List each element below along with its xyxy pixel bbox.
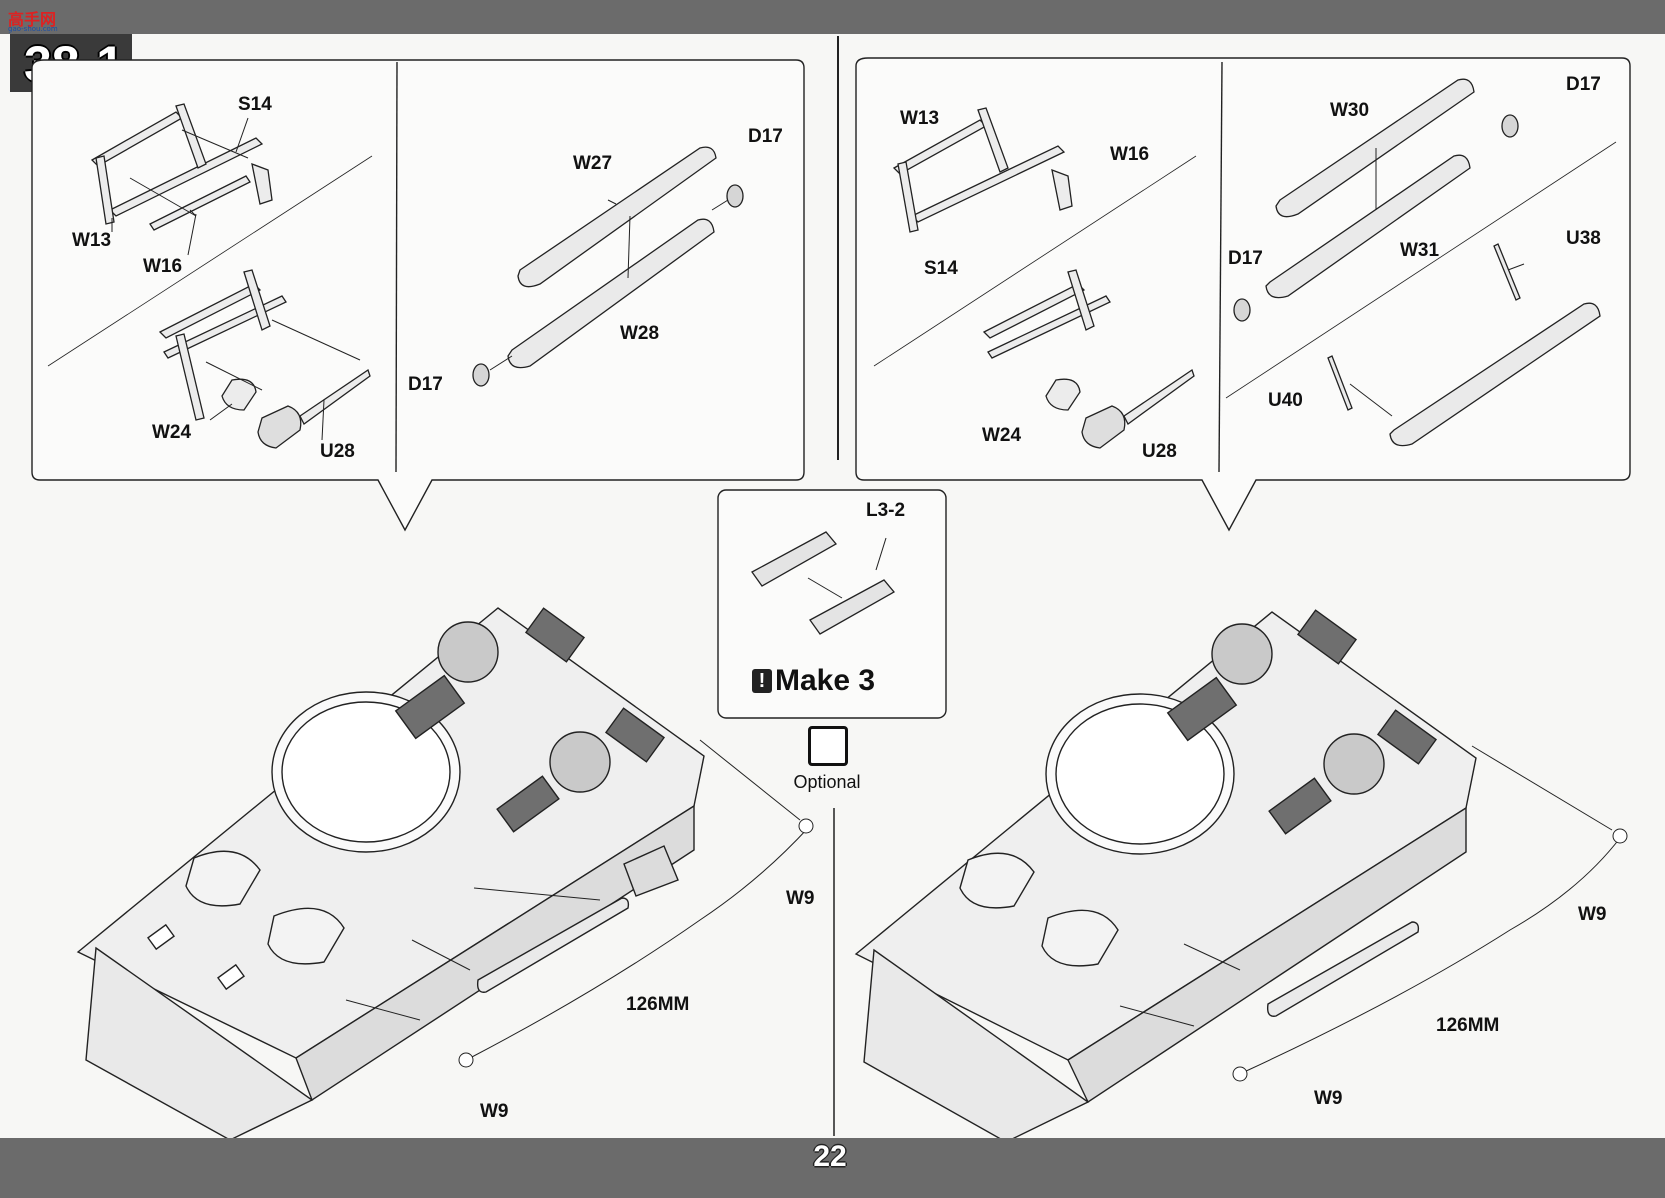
part-label-w27: W27	[573, 153, 613, 174]
part-label-s14: S14	[238, 94, 272, 115]
part-label-d17-bottom: D17	[408, 374, 443, 395]
part-label-s14: S14	[924, 258, 958, 279]
make-note-text: Make 3	[775, 664, 876, 697]
part-label-w9-bottom: W9	[480, 1101, 509, 1122]
part-label-w9-top: W9	[786, 888, 815, 909]
part-label-w24: W24	[982, 425, 1022, 446]
part-label-u38: U38	[1566, 228, 1601, 249]
part-label-l3-2: L3-2	[866, 500, 906, 521]
part-label-w31: W31	[1400, 240, 1440, 261]
part-label-u28: U28	[1142, 441, 1177, 462]
site-logo-text: 高手网	[8, 10, 57, 29]
optional-label: Optional	[793, 772, 861, 792]
part-label-w9-bottom: W9	[1314, 1088, 1343, 1109]
part-label-w13: W13	[900, 108, 940, 129]
page-number: 22	[813, 1140, 847, 1173]
optional-icon	[808, 726, 848, 766]
bottom-footer-bar	[0, 1138, 1665, 1198]
part-label-d17-top: D17	[1566, 74, 1601, 95]
top-header-bar	[0, 0, 1665, 34]
part-label-w16: W16	[143, 256, 183, 277]
cable-length-label: 126MM	[626, 994, 690, 1015]
part-label-w30: W30	[1330, 100, 1370, 121]
part-label-d17-top: D17	[748, 126, 783, 147]
site-logo-url: gao-shou.com	[8, 25, 58, 33]
make-quantity-note: ! Make 3	[752, 664, 875, 698]
part-label-u28: U28	[320, 441, 355, 462]
part-label-w24: W24	[152, 422, 192, 443]
part-label-w9-top: W9	[1578, 904, 1607, 925]
part-label-u40: U40	[1268, 390, 1303, 411]
warning-icon: !	[752, 669, 772, 693]
cable-length-label: 126MM	[1436, 1015, 1500, 1036]
part-label-d17-left: D17	[1228, 248, 1263, 269]
part-label-w28: W28	[620, 323, 660, 344]
part-label-w16: W16	[1110, 144, 1150, 165]
part-label-w13: W13	[72, 230, 112, 251]
